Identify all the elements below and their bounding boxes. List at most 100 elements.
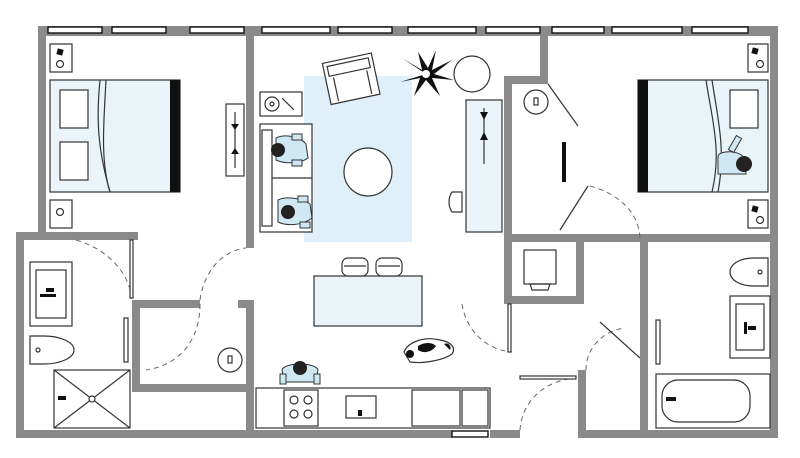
coffee-table: [343, 147, 393, 197]
armchair: [321, 52, 381, 106]
plan-shape: [451, 430, 489, 438]
plan-shape: [504, 76, 512, 304]
plan-shape: [512, 234, 642, 242]
plan-shape: [313, 373, 321, 385]
plan-shape: [246, 384, 254, 438]
plan-shape: [170, 80, 180, 192]
bedroom-left: [49, 43, 245, 229]
nightstand-top-right: [747, 43, 769, 73]
pillow-top: [59, 89, 89, 129]
nightstand-bottom-right: [747, 199, 769, 229]
plan-shape: [611, 26, 683, 34]
plan-shape: [711, 79, 722, 193]
plan-shape: [422, 70, 430, 78]
plan-shape: [332, 77, 340, 102]
nightstand-top-left: [49, 43, 73, 73]
plan-shape: [770, 26, 778, 438]
plan-shape: [299, 221, 311, 229]
plan-shape: [291, 159, 303, 167]
door-slab-left-bath: [123, 317, 129, 363]
plan-shape: [705, 79, 717, 193]
plan-shape: [38, 26, 46, 236]
plan-shape: [271, 143, 285, 157]
plan-shape: [755, 59, 765, 69]
door-slab-right-bath: [655, 319, 661, 365]
plan-shape: [56, 48, 64, 56]
plan-shape: [46, 288, 54, 292]
plan-shape: [40, 294, 56, 297]
plan-shape: [246, 36, 254, 248]
plan-shape: [519, 377, 577, 431]
plan-shape: [444, 343, 451, 350]
plan-shape: [35, 347, 41, 353]
plan-shape: [326, 57, 371, 78]
plan-shape: [512, 300, 520, 304]
washer: [523, 249, 557, 285]
dog: [403, 338, 455, 364]
plan-shape: [303, 395, 313, 405]
plan-shape: [578, 430, 778, 438]
plan-shape: [47, 26, 103, 34]
plan-shape: [562, 142, 566, 182]
plan-shape: [199, 247, 247, 301]
plan-shape: [751, 47, 759, 55]
doors: [75, 83, 641, 431]
plan-shape: [275, 135, 309, 164]
plan-shape: [578, 370, 586, 438]
closet: [523, 89, 566, 291]
plan-shape: [480, 132, 488, 140]
bathroom-right: [655, 257, 771, 429]
plan-shape: [281, 97, 295, 111]
person-sofa-bottom: [277, 195, 313, 229]
plan-shape: [252, 430, 452, 438]
desk-chair: [448, 191, 463, 213]
plan-shape: [189, 26, 245, 34]
plan-shape: [418, 343, 436, 353]
plan-shape: [585, 327, 625, 371]
plan-shape: [269, 101, 275, 107]
plan-shape: [599, 321, 641, 359]
toilet-left: [29, 335, 75, 365]
plan-shape: [666, 397, 676, 401]
plan-shape: [648, 234, 778, 242]
plan-shape: [227, 355, 233, 364]
plan-shape: [519, 375, 577, 380]
plan-shape: [358, 410, 362, 416]
person-in-bed: [717, 134, 752, 175]
stools: [341, 257, 403, 277]
plan-shape: [640, 234, 648, 304]
plan-shape: [58, 396, 66, 400]
plan-shape: [279, 373, 287, 385]
plan-shape: [102, 79, 111, 193]
plan-shape: [55, 207, 65, 217]
living-room: [259, 50, 503, 364]
plan-shape: [512, 296, 584, 304]
plan-shape: [341, 257, 369, 277]
pillow-bottom: [59, 141, 89, 181]
plan-shape: [638, 80, 648, 192]
plan-shape: [736, 156, 752, 172]
plan-shape: [16, 430, 252, 438]
plan-shape: [661, 379, 751, 423]
plan-shape: [727, 134, 743, 154]
record-player: [259, 91, 303, 117]
windows: [47, 26, 749, 438]
plan-shape: [75, 239, 133, 301]
plan-shape: [132, 300, 140, 390]
plan-shape: [246, 300, 254, 384]
plan-shape: [46, 232, 138, 240]
plan-shape: [576, 242, 584, 304]
plan-shape: [540, 36, 548, 84]
plan-shape: [547, 83, 579, 127]
plan-shape: [504, 76, 546, 84]
plan-shape: [140, 300, 200, 308]
dishwasher: [411, 389, 461, 427]
plan-shape: [261, 26, 331, 34]
plan-shape: [231, 124, 239, 130]
bathroom-left: [29, 261, 243, 429]
plan-shape: [640, 296, 648, 438]
plan-shape: [366, 70, 373, 94]
plan-shape: [261, 129, 273, 227]
plan-shape: [129, 239, 134, 299]
